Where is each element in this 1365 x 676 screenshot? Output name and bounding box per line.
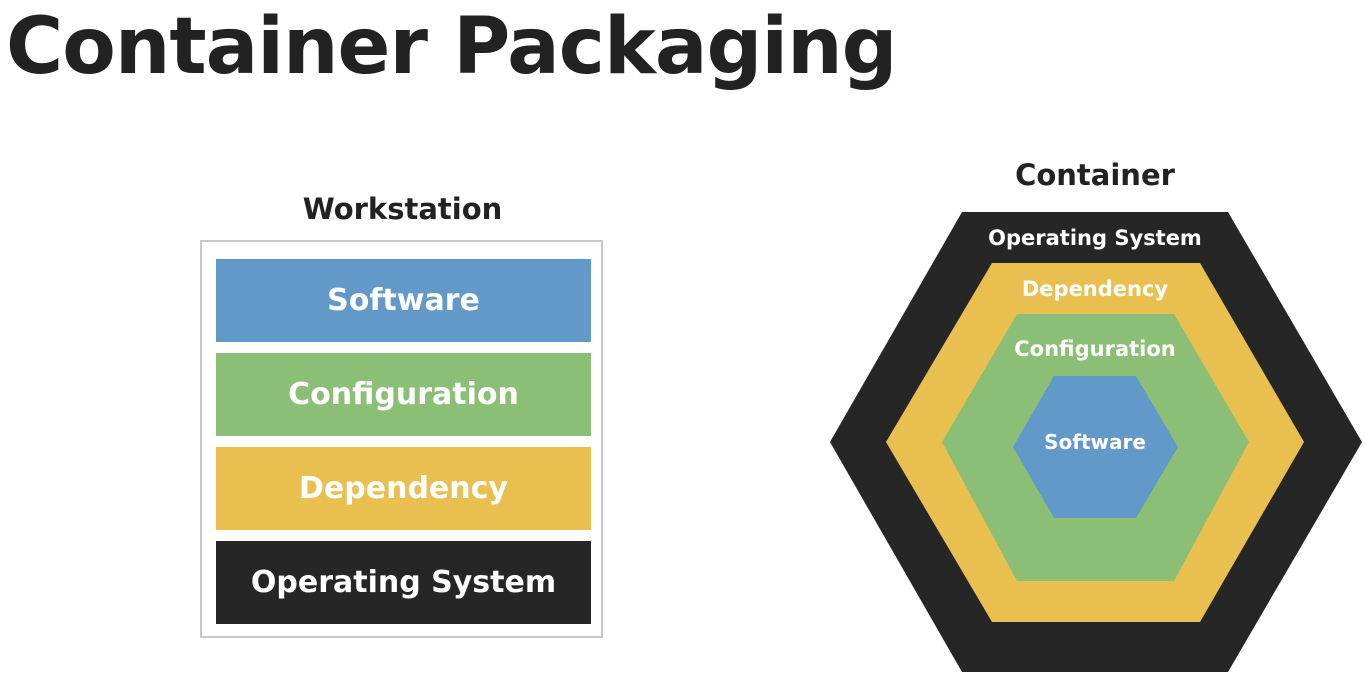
- workstation-layer-configuration: Configuration: [216, 353, 591, 436]
- workstation-label: Workstation: [302, 192, 503, 226]
- container-hex-configuration-label: Configuration: [1014, 337, 1175, 361]
- container-hex-operating-system-label: Operating System: [988, 226, 1202, 250]
- workstation-layer-operating-system: Operating System: [216, 541, 591, 624]
- workstation-stack: Software Configuration Dependency Operat…: [200, 240, 603, 638]
- container-hex-software-label: Software: [1044, 430, 1146, 454]
- container-label: Container: [1015, 158, 1175, 192]
- slide-title: Container Packaging: [6, 2, 897, 92]
- workstation-layer-software: Software: [216, 259, 591, 342]
- container-hex-software: [1013, 376, 1178, 518]
- workstation-layer-dependency: Dependency: [216, 447, 591, 530]
- container-hex-dependency-label: Dependency: [1022, 277, 1169, 301]
